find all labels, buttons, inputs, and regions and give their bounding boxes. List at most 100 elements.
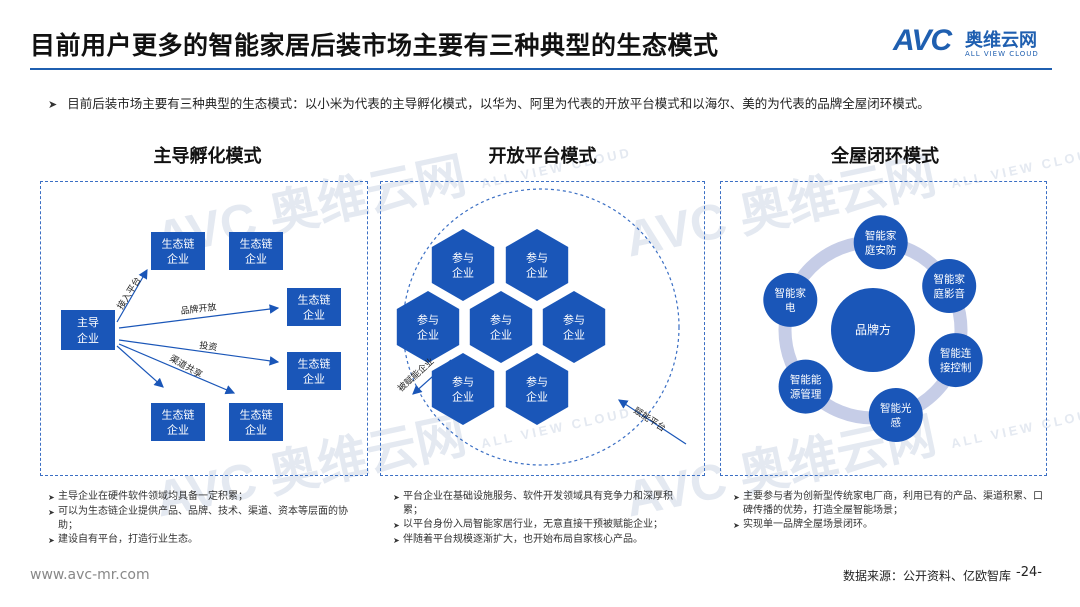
notes-incubation: ➤主导企业在硬件软件领域均具备一定积累； ➤可以为生态链企业提供产品、品牌、技术… [48,490,348,548]
hub-label-line1: 主导 [77,316,99,329]
note-text: 建设自有平台，打造行业生态。 [58,534,198,545]
satellite-circle [763,272,818,327]
edge-arrows [116,268,280,395]
arrow-right-bullet-icon: ➤ [733,521,740,530]
edge-label-brand-open: 品牌开放 [180,301,217,317]
center-label: 品牌方 [855,322,891,337]
note-text: 主导企业在硬件软件领域均具备一定积累； [58,491,248,502]
side-label-platform: 赋能平台 [631,404,668,434]
empowered-arrow [412,359,452,395]
node-label-line: 参与 [452,250,474,264]
eco-node-box [151,403,205,441]
note-item: ➤实现单一品牌全屋场景闭环。 [733,518,1043,533]
note-text: 平台企业在基础设施服务、软件开发领域具有竞争力和深厚积累； [403,491,673,516]
arrow-right-bullet-icon: ➤ [48,536,55,545]
satellite-circle [922,259,977,313]
site-url: www.avc-mr.com [30,567,150,583]
node-label-line: 企业 [490,327,512,341]
hexagon-shape [542,291,606,363]
logo-chinese-name: 奥维云网 [965,30,1037,51]
node-label-line: 源管理 [790,388,822,401]
page-title: 目前用户更多的智能家居后装市场主要有三种典型的生态模式 [30,31,719,60]
node-label-line: 庭影音 [933,287,965,300]
note-item: ➤主要参与者为创新型传统家电厂商，利用已有的产品、渠道积累、口碑传播的优势，打造… [733,490,1043,518]
node-label-line: 参与 [526,250,548,264]
note-text: 主要参与者为创新型传统家电厂商，利用已有的产品、渠道积累、口碑传播的优势，打造全… [743,491,1043,516]
note-item: ➤主导企业在硬件软件领域均具备一定积累； [48,490,348,505]
node-label-line: 生态链 [162,236,195,250]
edge-arrow [116,268,148,323]
notes-closed-loop: ➤主要参与者为创新型传统家电厂商，利用已有的产品、渠道积累、口碑传播的优势，打造… [733,490,1043,533]
note-item: ➤可以为生态链企业提供产品、品牌、技术、渠道、资本等层面的协助； [48,505,348,533]
node-label-line: 企业 [167,251,189,265]
side-label-empowered: 被赋能企业 [395,355,436,394]
hexagon-shape [431,353,495,425]
eco-node: 生态链企业 [151,232,205,270]
center-node: 品牌方 [831,288,915,372]
page-number: -24- [1016,565,1042,580]
note-text: 以平台身份入局智能家居行业，无意直接干预被赋能企业； [403,519,663,530]
logo-english-name: ALL VIEW CLOUD [965,50,1039,58]
node-label-line: 企业 [526,265,548,279]
node-label-line: 参与 [452,374,474,388]
satellite-circle [778,359,833,414]
node-label-line: 企业 [452,265,474,279]
node-label-line: 智能家 [933,273,965,286]
satellite-circle [868,388,923,442]
node-label-line: 企业 [417,327,439,341]
note-item: ➤平台企业在基础设施服务、软件开发领域具有竞争力和深厚积累； [393,490,683,518]
arrow-right-bullet-icon: ➤ [393,536,400,545]
hexagon-shape [505,353,569,425]
arrow-right-bullet-icon: ➤ [393,521,400,530]
edge-label-investment: 投资 [199,339,219,353]
node-label-line: 参与 [563,312,585,326]
edge-arrow [118,343,236,395]
logo-mark: AVC [893,24,952,57]
node-label-line: 企业 [563,327,585,341]
panel-closed-loop: 品牌方 智能家庭安防智能家庭影音智能连接控制智能光感智能能源管理智能家电 [720,181,1047,476]
hexagon-shape [469,291,533,363]
node-label-line: 生态链 [162,407,195,421]
note-item: ➤以平台身份入局智能家居行业，无意直接干预被赋能企业； [393,518,683,533]
node-label-line: 参与 [490,312,512,326]
node-label-line: 电 [785,301,796,314]
arrow-right-bullet-icon: ➤ [48,508,55,517]
title-divider [30,68,1052,70]
eco-node: 生态链企业 [287,352,341,390]
node-label-line: 生态链 [298,292,331,306]
eco-node-box [287,352,341,390]
eco-node: 生态链企业 [229,403,283,441]
note-item: ➤伴随着平台规模逐渐扩大，也开始布局自家核心产品。 [393,533,683,548]
node-label-line: 智能家 [775,286,807,299]
arrow-right-bullet-icon: ➤ [733,493,740,502]
data-source: 数据来源：公开资料、亿欧智库 [843,569,1012,583]
eco-node-box [229,403,283,441]
hub-label-line2: 企业 [77,331,99,345]
node-label-line: 企业 [303,371,325,385]
edge-arrow [116,345,164,388]
node-label-line: 生态链 [240,236,273,250]
edge-label-access-platform: 接入平台 [114,275,143,312]
eco-node: 生态链企业 [151,403,205,441]
panel-incubation: 接入平台 品牌开放 投资 渠道共享 主导 企业 生态链企业生态链企业生态链企业生… [40,181,368,476]
node-label-line: 智能能 [790,373,822,386]
node-label-line: 智能光 [880,402,912,415]
hub-node: 主导 企业 [61,310,115,350]
note-text: 伴随着平台规模逐渐扩大，也开始布局自家核心产品。 [403,534,643,545]
arrow-right-bullet-icon: ➤ [48,493,55,502]
